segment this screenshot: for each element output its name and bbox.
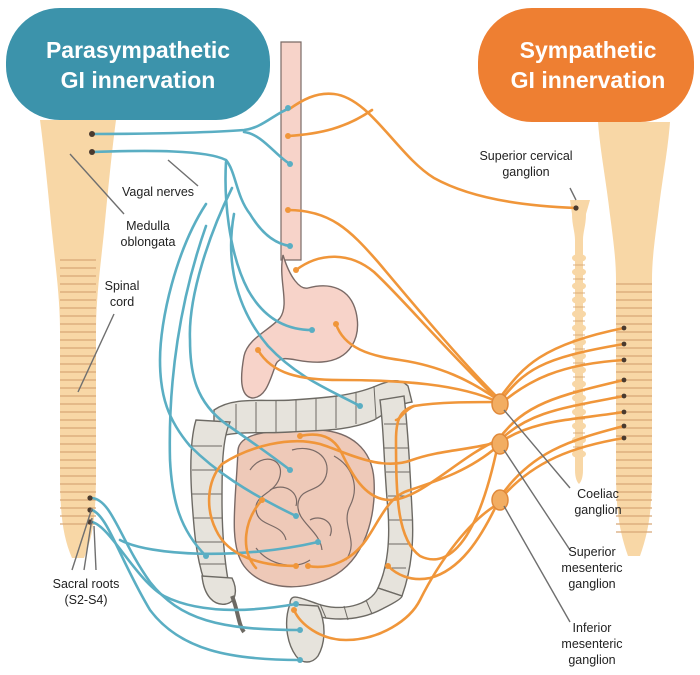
parasympathetic-title-line1: Parasympathetic — [46, 37, 230, 63]
label-inferior-mesenteric-line3: ganglion — [568, 653, 615, 667]
caecum — [202, 576, 235, 604]
sympathetic-title-line1: Sympathetic — [520, 37, 657, 63]
inferior-mesenteric-ganglion-icon — [492, 490, 508, 510]
parasympathetic-pill — [6, 8, 270, 120]
label-inferior-mesenteric-line1: Inferior — [573, 621, 612, 635]
label-superior-mesenteric-line3: ganglion — [568, 577, 615, 591]
label-sacral-line2: (S2-S4) — [64, 593, 107, 607]
label-medulla-line1: Medulla — [126, 219, 170, 233]
label-superior-cervical-line1: Superior cervical — [479, 149, 572, 163]
sympathetic-title-line2: GI innervation — [511, 67, 666, 93]
inferior-mesenteric-pointer — [504, 506, 570, 622]
label-spinal-line2: cord — [110, 295, 134, 309]
parasympathetic-header: Parasympathetic GI innervation — [6, 8, 270, 120]
label-coeliac-line1: Coeliac — [577, 487, 619, 501]
label-medulla-line2: oblongata — [121, 235, 176, 249]
sympathetic-pill — [478, 8, 694, 122]
label-vagal-nerves: Vagal nerves — [122, 185, 194, 199]
vagal-nerves-pointer — [168, 160, 198, 186]
sympathetic-chain-beads — [572, 254, 586, 458]
label-coeliac-line2: ganglion — [574, 503, 621, 517]
superior-mesenteric-pointer — [504, 450, 570, 550]
sympathetic-header: Sympathetic GI innervation — [478, 8, 694, 122]
label-sacral-line1: Sacral roots — [53, 577, 120, 591]
left-spinal-cord — [40, 120, 116, 558]
label-spinal-line1: Spinal — [105, 279, 140, 293]
label-superior-mesenteric-line2: mesenteric — [561, 561, 622, 575]
superior-cervical-pointer — [570, 188, 576, 200]
thoracic-preganglionic-2 — [498, 344, 624, 404]
esophagus — [281, 42, 301, 260]
label-inferior-mesenteric-line2: mesenteric — [561, 637, 622, 651]
thoracic-preganglionic-1 — [498, 328, 624, 400]
sacral-pointer-3 — [94, 526, 96, 570]
superior-mesenteric-ganglion-icon — [492, 434, 508, 454]
label-superior-mesenteric-line1: Superior — [568, 545, 615, 559]
label-superior-cervical-line2: ganglion — [502, 165, 549, 179]
parasympathetic-title-line2: GI innervation — [61, 67, 216, 93]
coeliac-branch-stomach — [336, 324, 498, 400]
